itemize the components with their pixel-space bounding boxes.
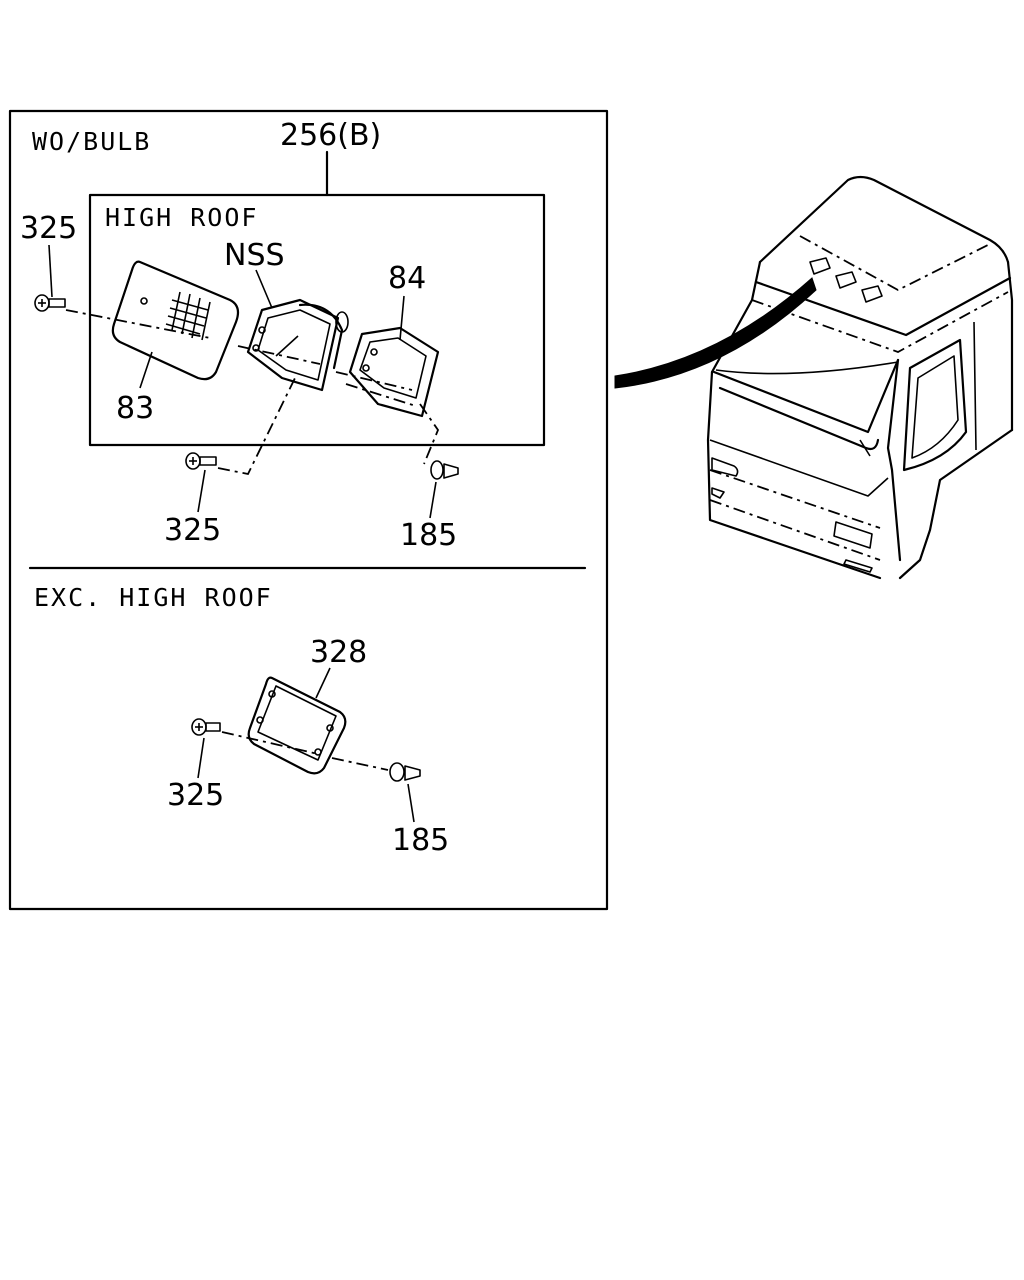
- axis-clip-lower: [331, 757, 389, 771]
- axis-screw-lens: [65, 309, 211, 339]
- callout-cover-plate: 328: [310, 635, 367, 670]
- wo-bulb-label: WO/BULB: [32, 127, 151, 156]
- axis-screw-bottom: [217, 375, 297, 476]
- truck-cab-illustration: [706, 175, 1014, 580]
- callout-bracket: 84: [388, 261, 426, 296]
- callout-screw-top-left: 325: [20, 211, 77, 246]
- axis-lens-housing: [237, 345, 321, 365]
- callout-nss: NSS: [224, 238, 285, 273]
- axis-clip-top: [419, 403, 440, 465]
- axis-housing-bracket-2: [345, 383, 417, 407]
- leader-nss: [255, 269, 273, 309]
- screw-325-lower: [191, 718, 221, 736]
- high-roof-frame: [88, 193, 546, 447]
- housing-nss: [246, 298, 349, 392]
- leader-lens: [139, 351, 153, 389]
- leader-clip-lower: [407, 783, 415, 823]
- high-roof-label: HIGH ROOF: [105, 203, 258, 232]
- clip-185-top: [430, 460, 459, 480]
- leader-cover-plate: [315, 667, 331, 699]
- bracket-84: [348, 326, 440, 418]
- leader-screw-lower: [197, 737, 205, 779]
- callout-screw-bottom: 325: [164, 513, 221, 548]
- leader-bracket: [399, 295, 405, 341]
- callout-screw-lower: 325: [167, 778, 224, 813]
- pointer-arrow: [614, 277, 817, 389]
- screw-325-top: [34, 294, 66, 312]
- callout-clip-lower: 185: [392, 823, 449, 858]
- axis-screw-lower: [221, 731, 319, 755]
- callout-clip-top: 185: [400, 518, 457, 553]
- screw-325-bottom: [185, 452, 217, 470]
- cover-plate-328: [247, 676, 347, 775]
- lens-83: [111, 260, 240, 381]
- leader-clip-top: [429, 481, 437, 519]
- leader-screw-bottom: [197, 469, 206, 513]
- leader-screw-top-left: [48, 244, 53, 298]
- main-frame: [8, 109, 609, 911]
- callout-lens: 83: [116, 391, 154, 426]
- exc-high-roof-label: EXC. HIGH ROOF: [34, 583, 273, 612]
- callout-assembly: 256(B): [280, 118, 381, 153]
- clip-185-lower: [389, 762, 421, 782]
